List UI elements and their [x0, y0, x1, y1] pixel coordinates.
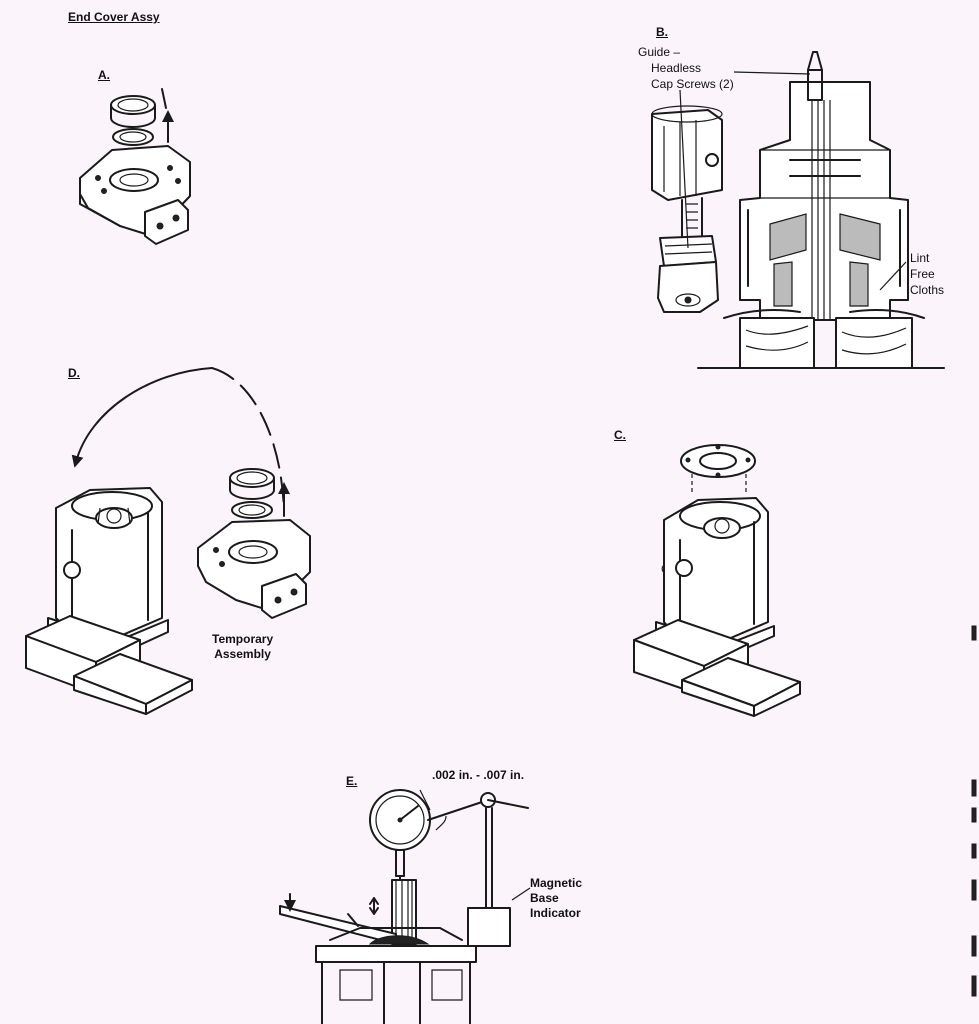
- figure-label-c: C.: [614, 428, 626, 442]
- temporary-assembly-caption: Temporary Assembly: [212, 632, 273, 662]
- figure-label-e: E.: [346, 774, 358, 788]
- guide-leader-line: [679, 89, 689, 249]
- tolerance-leader-line: [419, 789, 431, 811]
- lint-callout: Lint Free Cloths: [910, 250, 944, 298]
- figure-d-drawing: [25, 367, 311, 715]
- figure-a-drawing: [79, 88, 191, 245]
- guide-callout-line-3: Cap Screws (2): [651, 77, 734, 91]
- curved-arrow-icon: [71, 367, 213, 468]
- figure-e-drawing: [279, 789, 531, 1024]
- guide-callout: Guide – Headless Cap Screws (2): [638, 44, 734, 92]
- figure-label-d: D.: [68, 366, 80, 380]
- figure-a-dash: [161, 88, 167, 109]
- guide-callout-line-1: Guide –: [638, 45, 681, 59]
- lint-callout-line-2: Free: [910, 267, 935, 281]
- figure-b-drawing: [651, 51, 945, 369]
- scan-edge-marks: [971, 625, 977, 997]
- temporary-caption-line-1: Temporary: [212, 632, 274, 646]
- lint-callout-line-1: Lint: [910, 251, 930, 265]
- tolerance-callout: .002 in. - .007 in.: [432, 768, 525, 782]
- page-title: End Cover Assy: [68, 10, 160, 24]
- magnetic-base: [467, 907, 511, 947]
- figure-label-a: A.: [98, 68, 110, 82]
- double-arrow-icon: [369, 897, 379, 915]
- magnetic-callout-line-1: Magnetic: [530, 876, 583, 890]
- guide-callout-line-2: Headless: [651, 61, 702, 75]
- guide-pointer-line: [733, 71, 811, 75]
- figure-label-b: B.: [656, 25, 668, 39]
- lint-leader-line: [879, 261, 907, 291]
- magnetic-callout-line-3: Indicator: [530, 906, 581, 920]
- magnetic-base-callout: Magnetic Base Indicator: [530, 876, 582, 921]
- lint-callout-line-3: Cloths: [910, 283, 945, 297]
- temporary-caption-line-2: Assembly: [214, 647, 271, 661]
- magnetic-callout-line-2: Base: [530, 891, 559, 905]
- figure-c-drawing: [633, 444, 801, 717]
